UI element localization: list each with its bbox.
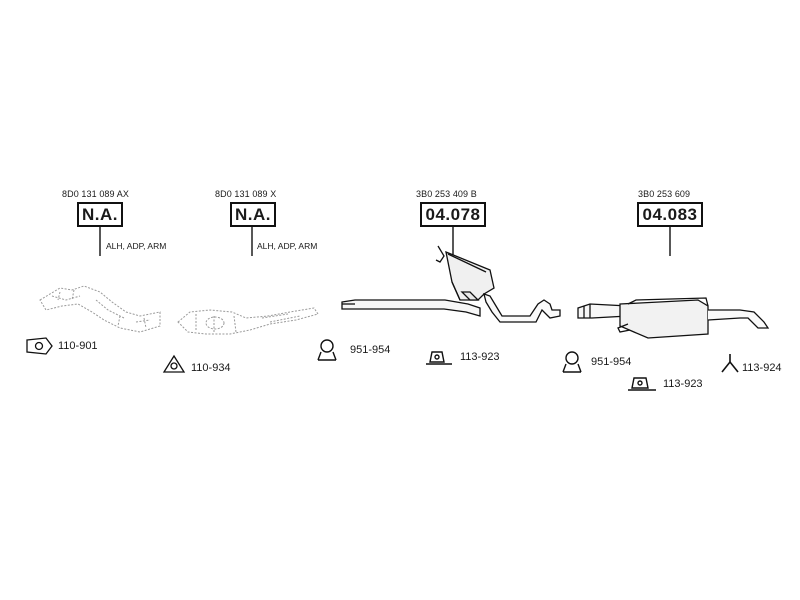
part-code-box-4[interactable]: 04.083: [637, 202, 703, 227]
part-ref-4: 3B0 253 609: [638, 189, 691, 199]
accessory-label-hanger: 113-924: [742, 362, 782, 374]
part-code-box-2[interactable]: N.A.: [230, 202, 276, 227]
part-ref-1: 8D0 131 089 AX: [62, 189, 129, 199]
accessory-label-mount-2: 113-923: [663, 378, 703, 390]
part-ref-3: 3B0 253 409 B: [416, 189, 477, 199]
part-code-box-3[interactable]: 04.078: [420, 202, 486, 227]
flange-gasket-icon[interactable]: [26, 337, 53, 355]
triangle-gasket-icon[interactable]: [162, 354, 186, 373]
clamp-icon[interactable]: [562, 351, 582, 373]
middle-silencer-04078[interactable]: [341, 245, 561, 323]
accessory-label-gasket-2: 110-934: [191, 362, 231, 374]
catalyst-2-outline: [177, 307, 319, 335]
clamp-icon[interactable]: [317, 339, 337, 361]
accessory-label-gasket-1: 110-901: [58, 340, 98, 352]
catalyst-1-outline: [39, 285, 161, 333]
engine-codes-2: ALH, ADP, ARM: [257, 241, 318, 251]
engine-codes-1: ALH, ADP, ARM: [106, 241, 167, 251]
part-ref-2: 8D0 131 089 X: [215, 189, 277, 199]
rear-silencer-04083[interactable]: [577, 297, 770, 339]
accessory-label-mount-1: 113-923: [460, 351, 500, 363]
rubber-mount-icon[interactable]: [426, 351, 452, 365]
accessory-label-clamp-2: 951-954: [591, 356, 632, 368]
accessory-label-clamp-1: 951-954: [350, 344, 391, 356]
rubber-mount-icon[interactable]: [628, 377, 656, 391]
part-code-box-1[interactable]: N.A.: [77, 202, 123, 227]
hanger-icon[interactable]: [721, 354, 739, 373]
